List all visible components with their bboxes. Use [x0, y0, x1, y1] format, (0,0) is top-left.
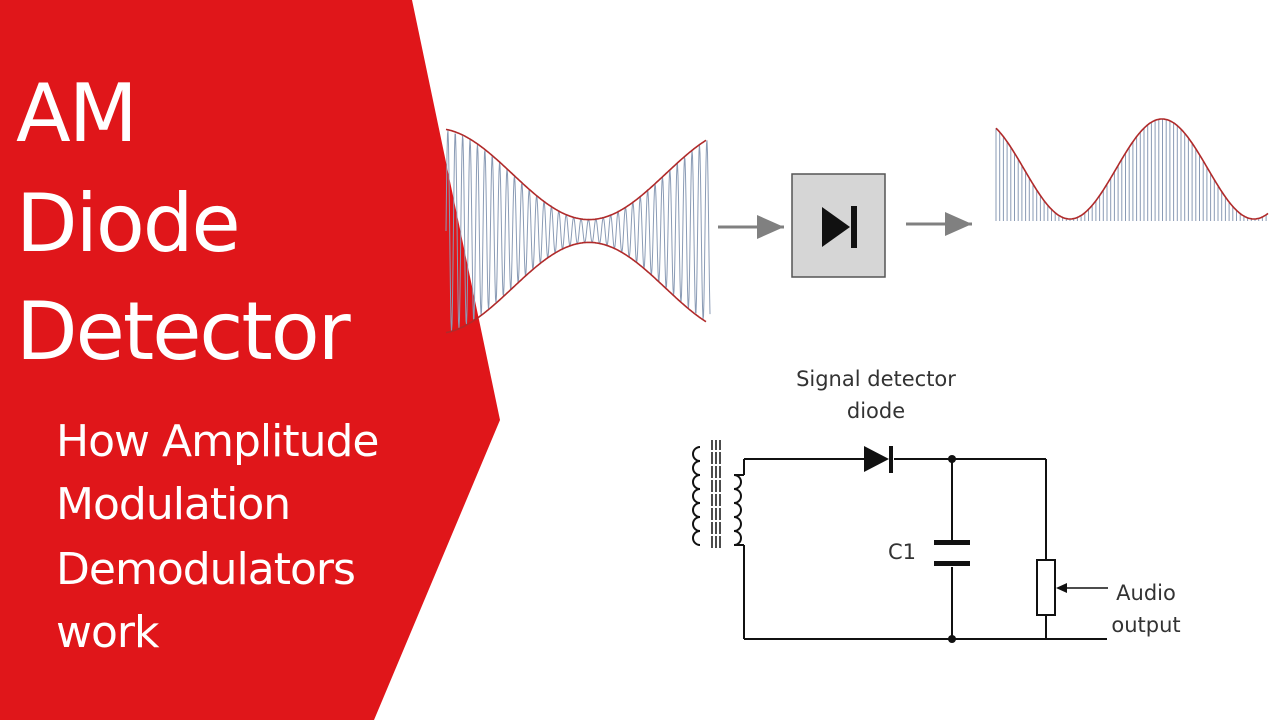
rectified-pulses — [995, 119, 1267, 221]
subtitle-line-4: work — [56, 607, 159, 658]
subtitle-line-1: How Amplitude — [56, 416, 379, 467]
envelope-lower — [445, 241, 707, 334]
capacitor-icon — [934, 540, 970, 566]
output-label: Audio output — [1098, 577, 1194, 641]
title-line-1: AM — [16, 67, 138, 160]
transformer-coil-icon — [692, 440, 744, 548]
envelope-upper — [445, 128, 707, 221]
rectified-waveform — [995, 118, 1269, 221]
diode-label-line-1: Signal detector — [796, 367, 956, 391]
diode-symbol-icon — [822, 206, 857, 248]
diode-label-line-2: diode — [846, 399, 906, 423]
capacitor-label: C1 — [887, 540, 917, 564]
am-modulated-waveform — [445, 128, 711, 334]
title-line-2: Diode — [16, 177, 241, 270]
signal-diode-icon — [864, 446, 893, 473]
rectified-envelope — [995, 118, 1269, 220]
potentiometer-icon — [1036, 559, 1108, 616]
junction-dot — [948, 455, 956, 463]
output-label-line-1: Audio — [1116, 581, 1176, 605]
subtitle-line-2: Modulation — [56, 479, 291, 530]
output-label-line-2: output — [1111, 613, 1181, 637]
junction-dot — [948, 635, 956, 643]
diode-label: Signal detector diode — [776, 363, 976, 427]
title-line-3: Detector — [16, 285, 351, 378]
subtitle-line-3: Demodulators — [56, 544, 356, 595]
